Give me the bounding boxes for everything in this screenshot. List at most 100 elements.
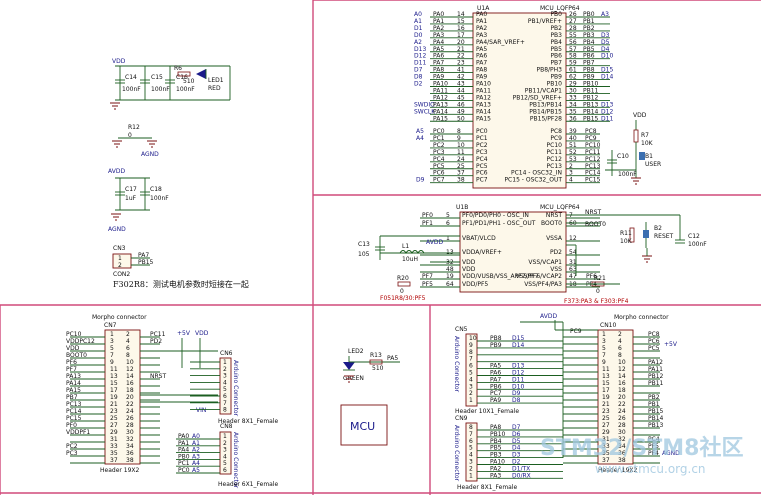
cn10-pin-odd: 33 — [602, 443, 610, 450]
cn10-pin-odd: 31 — [602, 436, 610, 443]
cn7-pin-even: 18 — [126, 387, 134, 394]
u1a-pin-number: 15 — [457, 18, 465, 25]
cn10-pin-even: 14 — [618, 373, 626, 380]
u1a-pin-number: 42 — [457, 74, 465, 81]
u1a-pin-name: PA5 — [476, 46, 487, 53]
u1a-pin-name: PC7 — [476, 177, 488, 184]
cn6-pin-number: 7 — [223, 400, 227, 407]
cn10-pin-even: 34 — [618, 443, 626, 450]
cn3-name: CON2 — [113, 271, 130, 278]
cn8-pin-number: 5 — [223, 460, 227, 467]
cn9-net-label: PB4 — [490, 438, 502, 445]
u1a-pin-number: 57 — [569, 46, 577, 53]
cn10-pin-even: 38 — [618, 457, 626, 464]
u1b-pin-name: VDD — [462, 266, 476, 273]
cn6-pin-number: 3 — [223, 373, 227, 380]
u1a-pin-name: PA15 — [476, 115, 491, 122]
u1a-pin-name: PA14 — [476, 108, 491, 115]
u1b-pin-number: 19 — [446, 273, 454, 280]
u1a-net-label: PB11 — [583, 87, 599, 94]
cn9-net-label: PB10 — [490, 431, 506, 438]
u1a-pin-number: 20 — [457, 39, 465, 46]
r20-value: 0 — [400, 288, 404, 295]
u1b-pin-number: 31 — [569, 259, 577, 266]
mcu-box-label: MCU — [350, 420, 375, 433]
cn7-left-net: PA15 — [66, 387, 81, 394]
u1b-pin-name: PF1/PD1/PH1 - OSC_OUT — [462, 220, 536, 227]
u1a-pin-name: PA12 — [476, 94, 491, 101]
u1a-ref: U1A — [477, 5, 490, 12]
u1a-pin-name: PA0 — [476, 11, 487, 18]
u1a-pin-name: PB14/PB15 — [529, 108, 562, 115]
cn7-right-net: NRST — [150, 373, 166, 380]
u1b-pin-name: VBAT/VLCD — [462, 235, 496, 242]
cn8-pin-number: 4 — [223, 453, 227, 460]
u1a-pin-name: PC5 — [476, 163, 488, 170]
u1a-pin-name: PB12/SD_VREF+ — [513, 94, 562, 101]
u1a-net-label: PA14 — [433, 108, 448, 115]
u1b-net-label: PF1 — [422, 220, 433, 227]
r12-ref: R12 — [128, 124, 140, 131]
agnd-label-1: AGND — [141, 151, 159, 158]
cn7-left-net: PC2 — [66, 443, 78, 450]
cn6-pin-number: 5 — [223, 386, 227, 393]
led2-circuit: LED2 R13 510 PA5 GREEN — [343, 348, 400, 383]
power-section: VDD C14 100nF C15 100nF C16 100nF R6 510… — [108, 58, 231, 233]
cn7-left-net: VDDPC12 — [66, 338, 95, 345]
cn10-right-net: PA11 — [648, 366, 663, 373]
u1a-signal-label: D11 — [601, 115, 613, 122]
c16-ref: C16 — [176, 74, 188, 81]
cn7-left-net: PA14 — [66, 380, 81, 387]
cn5-pin-number: 10 — [469, 335, 477, 342]
cn7-pin-even: 26 — [126, 415, 134, 422]
cn7-left-net: PC15 — [66, 415, 82, 422]
u1a-pin-number: 9 — [457, 135, 461, 142]
cn5-pin-number: 7 — [469, 356, 473, 363]
u1b-pin-name: VSS/VCAP1 — [528, 259, 562, 266]
u1a-pin-number: 16 — [457, 25, 465, 32]
r13-ref: R13 — [370, 352, 382, 359]
u1a-pin-number: 38 — [457, 177, 465, 184]
cn7-pin-odd: 1 — [110, 331, 114, 338]
u1a-net-label: PC0 — [433, 128, 445, 135]
u1a-net-label: PC1 — [433, 135, 445, 142]
c12-ref: C12 — [688, 233, 700, 240]
u1a-pin-number: 41 — [457, 67, 465, 74]
r7-value: 10K — [641, 140, 654, 147]
c15-ref: C15 — [151, 74, 163, 81]
u1a-pin-name: PB8/PH3 — [536, 67, 562, 74]
cn3-connector: CN3 1 2 PA7 PB15 CON2 F302R8：测试电机参数时短接在一… — [112, 245, 249, 289]
led2-ref: LED2 — [348, 348, 364, 355]
cn7-left-net: PF7 — [66, 366, 77, 373]
u1a-net-label: PA11 — [433, 87, 448, 94]
cn5-net-label: PC7 — [490, 390, 502, 397]
u1a-pin-name: PC1 — [476, 135, 488, 142]
u1a-net-label: PB14 — [583, 108, 599, 115]
cn7-pin-even: 12 — [126, 366, 134, 373]
u1b-pin-number: 5 — [446, 212, 450, 219]
u1b-power-parts: C13 105 L1 10uH AVDD R20 0 R21 0 — [358, 235, 620, 295]
u1a-net-label: PC4 — [433, 156, 445, 163]
u1a-net-label: PA12 — [433, 94, 448, 101]
u1a-pin-name: PA11 — [476, 87, 491, 94]
cn7-left-net: BOOT0 — [66, 352, 87, 359]
cn10-right-net: PC6 — [648, 338, 660, 345]
u1a-net-label: PA5 — [433, 46, 444, 53]
u1a-pin-number: 2 — [569, 163, 573, 170]
cn10-pin-odd: 35 — [602, 450, 610, 457]
u1a-pin-number: 11 — [457, 149, 465, 156]
l1-ref: L1 — [402, 243, 409, 250]
cn7-pin-even: 30 — [126, 429, 134, 436]
u1a-pin-name: PB7 — [550, 60, 562, 67]
u1b-pin-name: BOOT0 — [541, 220, 562, 227]
u1a-pin-number: 35 — [569, 108, 577, 115]
cn5-pin-number: 6 — [469, 363, 473, 370]
watermark-main: STM32/STM8社区 — [540, 435, 743, 461]
u1a-pin-number: 4 — [569, 177, 573, 184]
cn10-right-net: PF4 — [648, 450, 659, 457]
u1a-net-label: PB10 — [583, 81, 599, 88]
c13-value: 105 — [358, 251, 370, 258]
u1a-net-label: PC15 — [585, 177, 601, 184]
